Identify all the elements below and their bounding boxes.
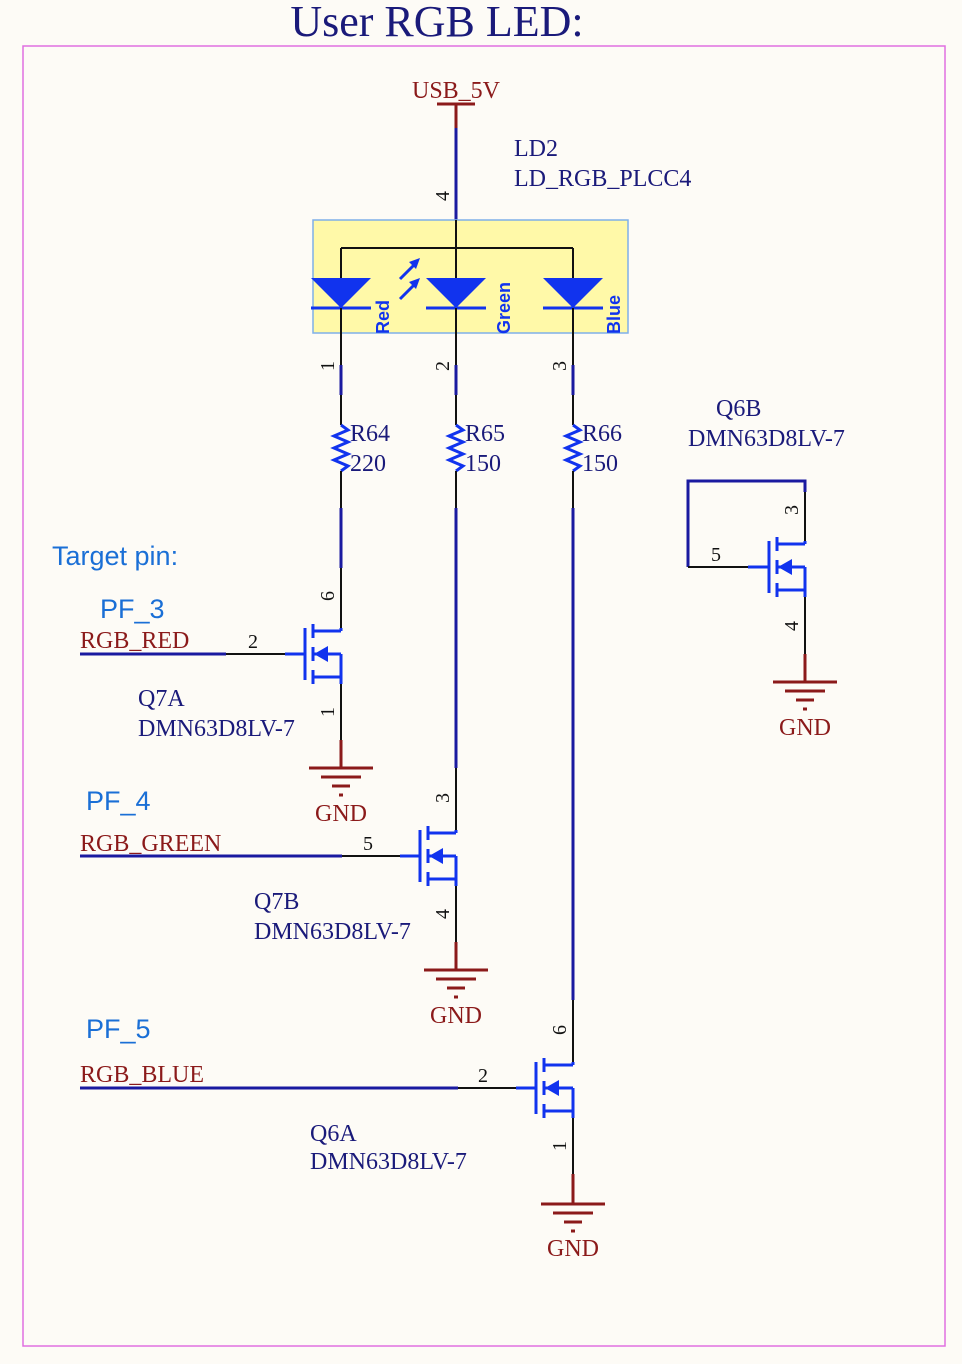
source-pin-number: 4: [432, 909, 454, 919]
source-pin-number: 1: [317, 707, 339, 717]
nmos-icon: [748, 537, 807, 597]
sheet-border: [22, 45, 946, 1347]
ground-label: GND: [779, 715, 831, 741]
diode-blue-icon: [543, 278, 603, 308]
gate-pin-number: 5: [711, 544, 721, 566]
drain-pin-number: 3: [781, 505, 803, 515]
led-channel-green: Green: [494, 282, 514, 334]
led-pin-blue: 3: [549, 361, 571, 371]
gate-pin-number: 2: [248, 631, 258, 653]
resistor-r64-icon: [330, 423, 352, 473]
ground-icon: [422, 968, 490, 999]
led-body: [312, 219, 629, 334]
led-pin-common: 4: [432, 191, 454, 201]
nmos-icon: [400, 826, 458, 886]
led-pin-red: 1: [317, 361, 339, 371]
resistor-value: 150: [465, 451, 501, 477]
mosfet-part: DMN63D8LV-7: [310, 1149, 467, 1175]
ground-icon: [539, 1202, 607, 1233]
led-designator: LD2: [514, 136, 558, 162]
led-pin-green: 2: [432, 361, 454, 371]
ground-icon: [307, 766, 375, 797]
drain-pin-number: 6: [317, 591, 339, 601]
source-pin-number: 1: [549, 1141, 571, 1151]
target-pin: PF_3: [100, 594, 165, 624]
light-emission-icon: [398, 258, 420, 301]
net-label: RGB_BLUE: [80, 1062, 204, 1088]
net-label: RGB_RED: [80, 628, 189, 654]
mosfet-designator: Q7B: [254, 889, 299, 915]
source-pin-number: 4: [781, 621, 803, 631]
mosfet-part: DMN63D8LV-7: [138, 716, 295, 742]
power-port: USB_5V: [412, 78, 501, 128]
mosfet-designator: Q6A: [310, 1121, 357, 1147]
led-channel-blue: Blue: [604, 295, 624, 334]
gate-pin-number: 5: [363, 833, 373, 855]
target-pin-label: Target pin:: [52, 541, 178, 571]
mosfet-designator: Q7A: [138, 686, 185, 712]
power-net-label: USB_5V: [412, 78, 501, 104]
mosfet-q7b: PF_4 RGB_GREEN 5 3 4 GND Q7B DMN63D8LV-7: [80, 768, 490, 1029]
drain-pin-number: 6: [549, 1025, 571, 1035]
resistor-r66-icon: [562, 423, 584, 473]
resistor-r65-icon: [445, 423, 467, 473]
resistor-r64: R64 220: [330, 395, 390, 508]
resistor-r65: R65 150: [445, 395, 505, 508]
led-value: LD_RGB_PLCC4: [514, 166, 691, 192]
schematic-title: User RGB LED:: [290, 0, 583, 46]
target-pin: PF_4: [86, 786, 151, 816]
nmos-icon: [516, 1058, 575, 1118]
resistor-r66: R66 150: [562, 395, 622, 508]
resistor-designator: R65: [465, 421, 505, 447]
mosfet-designator: Q6B: [716, 396, 761, 422]
nmos-icon: [285, 624, 343, 684]
mosfet-q7a: PF_3 RGB_RED 2 6 1 GND Q7A DMN63D: [80, 568, 375, 827]
resistor-designator: R64: [350, 421, 390, 447]
led-channel-red: Red: [373, 300, 393, 334]
led-ld2: LD2 LD_RGB_PLCC4 4 Red Green Blue: [311, 136, 691, 334]
mosfet-q6a: PF_5 RGB_BLUE 2 6 1 GND Q6A DMN63D8LV-7: [80, 1000, 607, 1262]
ground-icon: [771, 680, 839, 711]
drain-pin-number: 3: [432, 793, 454, 803]
diode-green-icon: [426, 278, 486, 308]
ground-label: GND: [315, 801, 367, 827]
resistor-designator: R66: [582, 421, 622, 447]
mosfet-q6b: Q6B DMN63D8LV-7 3 5 4 GND: [686, 396, 845, 741]
ground-label: GND: [547, 1236, 599, 1262]
mosfet-part: DMN63D8LV-7: [254, 919, 411, 945]
ground-label: GND: [430, 1003, 482, 1029]
diode-red-icon: [311, 278, 371, 308]
target-pin: PF_5: [86, 1014, 151, 1044]
mosfet-part: DMN63D8LV-7: [688, 426, 845, 452]
resistor-value: 220: [350, 451, 386, 477]
resistor-value: 150: [582, 451, 618, 477]
gate-pin-number: 2: [478, 1065, 488, 1087]
net-label: RGB_GREEN: [80, 831, 221, 857]
spare-tie-wire: [686, 479, 807, 567]
